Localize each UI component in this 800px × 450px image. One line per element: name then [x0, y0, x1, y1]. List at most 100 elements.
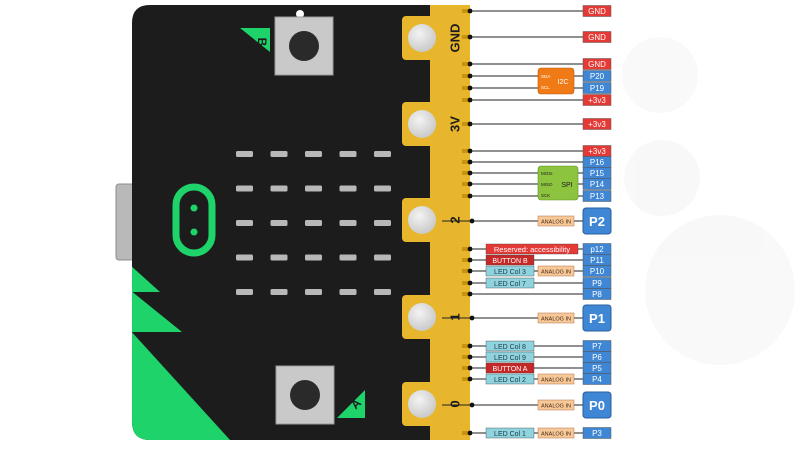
edge-finger [462, 62, 472, 66]
edge-finger [462, 98, 472, 102]
analog-in-label: ANALOG IN [541, 220, 571, 226]
button-a-marker: A [337, 390, 365, 418]
pin-dot [467, 34, 473, 40]
spi-line-label: MISO [541, 182, 553, 187]
led [339, 185, 357, 192]
pad: 1 [402, 295, 462, 339]
led [339, 220, 357, 226]
pin-tag: p12 [582, 243, 612, 255]
pin-label: P8 [592, 290, 602, 299]
pin-dot [467, 181, 473, 187]
function-label: LED Col 2 [494, 377, 526, 384]
analog-in-label: ANALOG IN [541, 317, 571, 323]
edge-finger [462, 160, 472, 164]
pin-dot [467, 268, 473, 274]
pin-label: GND [588, 7, 606, 16]
pin-tag: P3 [582, 427, 612, 439]
led [374, 151, 391, 157]
function-tag: LED Col 8 [485, 340, 535, 352]
led [270, 151, 288, 157]
led [374, 185, 391, 192]
pin-label: GND [588, 33, 606, 42]
button-b-label: B [255, 38, 269, 47]
green-triangle-decoration [132, 330, 230, 440]
spi-line-label: SCK [541, 193, 550, 198]
led [305, 289, 322, 295]
pin-dot [467, 430, 473, 436]
pin-label: P0 [589, 398, 605, 413]
pin-tag: P15 [582, 167, 612, 179]
edge-finger [462, 431, 472, 435]
pin-label: GND [588, 60, 606, 69]
edge-finger [462, 171, 472, 175]
pin-dot [467, 148, 473, 154]
analog-in-label: ANALOG IN [541, 378, 571, 384]
function-label: LED Col 1 [494, 431, 526, 438]
pin-label: +3v3 [588, 120, 606, 129]
pin-label: P3 [592, 429, 602, 438]
pin-dot [467, 257, 473, 263]
function-label: BUTTON B [492, 258, 528, 265]
pin-dot [467, 365, 473, 371]
edge-finger [462, 35, 472, 39]
led [270, 185, 288, 192]
edge-finger [462, 9, 472, 13]
analog-in-tag: ANALOG IN [537, 312, 575, 324]
led [305, 254, 322, 261]
button-b-marker: B [240, 28, 270, 52]
edge-finger [462, 122, 472, 126]
pin-label: P9 [592, 279, 602, 288]
pad: GND [402, 16, 462, 60]
pin-tag: P11 [582, 254, 612, 266]
edge-finger [462, 292, 472, 296]
button-a[interactable] [275, 365, 335, 425]
analog-in-label: ANALOG IN [541, 404, 571, 410]
pin-label: P4 [592, 375, 602, 384]
pin-label: +3v3 [588, 96, 606, 105]
pin-dot [467, 343, 473, 349]
led [305, 185, 322, 192]
edge-finger [462, 74, 472, 78]
edge-finger [462, 194, 472, 198]
pin-tag: +3v3 [582, 145, 612, 157]
pad: 2 [402, 198, 462, 242]
pin-tag: GND [582, 58, 612, 70]
pin-tag: P10 [582, 265, 612, 277]
pin-tag: P19 [582, 82, 612, 94]
function-label: LED Col 3 [494, 269, 526, 276]
pin-tag: P13 [582, 190, 612, 202]
led [339, 151, 357, 157]
led [236, 289, 253, 295]
function-tag: LED Col 3 [485, 265, 535, 277]
analog-in-tag: ANALOG IN [537, 427, 575, 439]
edge-finger [462, 344, 472, 348]
green-triangle-decoration [132, 265, 160, 292]
edge-finger [462, 269, 472, 273]
led [236, 151, 253, 157]
pin-tag: P2 [582, 207, 612, 235]
pin-dot [469, 315, 475, 321]
pin-label: P19 [590, 84, 605, 93]
function-tag: BUTTON B [485, 254, 535, 266]
pin-label: P1 [589, 311, 605, 326]
function-tag: Reserved: accessibility [485, 243, 579, 255]
led [374, 220, 391, 226]
pin-dot [467, 97, 473, 103]
led [305, 220, 322, 226]
pin-label: P2 [589, 214, 605, 229]
pin-dot [467, 280, 473, 286]
pin-label: P11 [590, 256, 604, 265]
led [236, 220, 253, 226]
spi-title: SPI [561, 182, 572, 189]
pin-label: p12 [590, 245, 604, 254]
pin-label: P14 [590, 180, 605, 189]
function-label: LED Col 7 [494, 281, 526, 288]
function-label: Reserved: accessibility [494, 245, 571, 254]
pin-tag: P9 [582, 277, 612, 289]
pin-label: P16 [590, 158, 605, 167]
button-b[interactable] [274, 16, 334, 76]
pin-label: P10 [590, 267, 605, 276]
